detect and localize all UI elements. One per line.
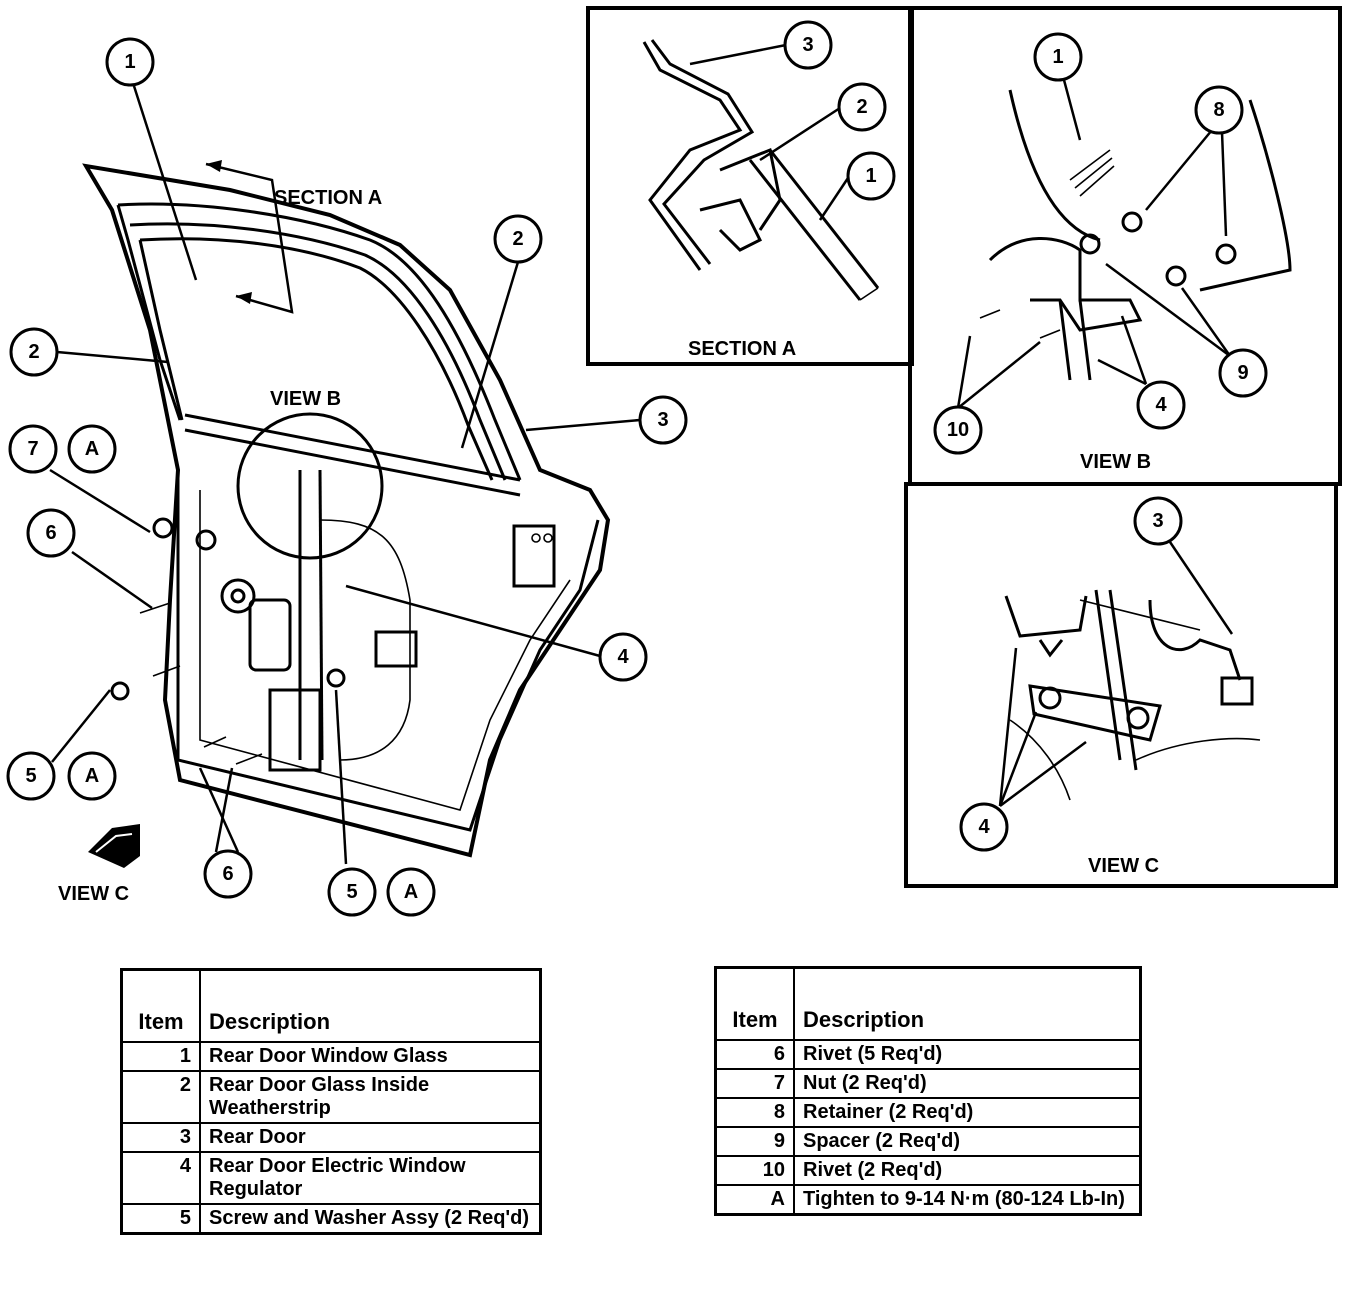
table-row: 1 Rear Door Window Glass	[121, 1041, 541, 1071]
item-description: Rivet (2 Req'd)	[793, 1155, 1141, 1185]
svg-text:4: 4	[617, 646, 629, 668]
svg-text:4: 4	[978, 816, 990, 838]
view-c-arrow-icon	[88, 824, 140, 868]
item-number: 6	[715, 1039, 794, 1069]
section-a-label: SECTION A	[274, 187, 382, 209]
view-c-panel-label: VIEW C	[1088, 855, 1159, 877]
item-number: 3	[121, 1122, 200, 1152]
section-a-panel-label: SECTION A	[688, 338, 796, 360]
door-regulator-diagram: 1 2 2 3 4 7 A 6 5 A 6 5 A SECTION A VIEW…	[6, 6, 1342, 917]
callout-5: 5	[6, 751, 56, 801]
callout-3: 3	[783, 20, 833, 70]
table-row: 5 Screw and Washer Assy (2 Req'd)	[121, 1203, 541, 1234]
callout-a: A	[67, 424, 117, 474]
callout-6: 6	[203, 849, 253, 899]
item-description: Retainer (2 Req'd)	[793, 1097, 1141, 1127]
svg-text:6: 6	[45, 522, 56, 544]
item-description: Screw and Washer Assy (2 Req'd)	[199, 1203, 541, 1234]
callout-1: 1	[1033, 32, 1083, 82]
item-description: Rear Door Glass Inside Weatherstrip	[199, 1070, 541, 1123]
table-row: 10 Rivet (2 Req'd)	[715, 1155, 1141, 1185]
svg-text:7: 7	[27, 438, 38, 460]
svg-text:4: 4	[1155, 394, 1167, 416]
callout-8: 8	[1194, 85, 1244, 135]
svg-text:3: 3	[657, 409, 668, 431]
table-row: 6 Rivet (5 Req'd)	[715, 1039, 1141, 1069]
column-header-item: Item	[732, 1007, 778, 1032]
callout-3: 3	[1133, 496, 1183, 546]
item-number: 5	[121, 1203, 200, 1234]
table-row: 2 Rear Door Glass Inside Weatherstrip	[121, 1070, 541, 1123]
item-description: Tighten to 9-14 N·m (80-124 Lb-In)	[793, 1184, 1141, 1215]
svg-text:5: 5	[346, 881, 357, 903]
table-row: 9 Spacer (2 Req'd)	[715, 1126, 1141, 1156]
svg-text:2: 2	[28, 341, 39, 363]
callout-1: 1	[105, 37, 155, 87]
svg-text:2: 2	[856, 96, 867, 118]
item-description: Nut (2 Req'd)	[793, 1068, 1141, 1098]
item-description: Spacer (2 Req'd)	[793, 1126, 1141, 1156]
item-description: Rear Door	[199, 1122, 541, 1152]
svg-text:1: 1	[1052, 46, 1063, 68]
table-row: 3 Rear Door	[121, 1122, 541, 1152]
table-row: 8 Retainer (2 Req'd)	[715, 1097, 1141, 1127]
legend-table-right: Item Description 6 Rivet (5 Req'd) 7 Nut…	[714, 966, 1142, 1216]
svg-text:A: A	[85, 765, 99, 787]
svg-text:3: 3	[802, 34, 813, 56]
item-number: 8	[715, 1097, 794, 1127]
item-number: A	[715, 1184, 794, 1215]
table-row: 4 Rear Door Electric Window Regulator	[121, 1151, 541, 1204]
item-description: Rear Door Electric Window Regulator	[199, 1151, 541, 1204]
callout-4: 4	[959, 802, 1009, 852]
item-number: 1	[121, 1041, 200, 1071]
callout-10: 10	[933, 405, 983, 455]
view-b-panel-label: VIEW B	[1080, 451, 1151, 473]
callout-3: 3	[638, 395, 688, 445]
item-number: 4	[121, 1151, 200, 1204]
item-number: 7	[715, 1068, 794, 1098]
svg-text:3: 3	[1152, 510, 1163, 532]
callout-4: 4	[1136, 380, 1186, 430]
view-b-panel	[908, 6, 1342, 486]
svg-text:6: 6	[222, 863, 233, 885]
main-callouts: 1 2 2 3 4 7 A 6 5 A 6 5 A	[6, 37, 688, 917]
item-description: Rear Door Window Glass	[199, 1041, 541, 1071]
svg-text:5: 5	[25, 765, 36, 787]
main-leader-lines	[49, 85, 641, 865]
item-number: 9	[715, 1126, 794, 1156]
callout-a: A	[67, 751, 117, 801]
callout-2: 2	[493, 214, 543, 264]
callout-1: 1	[846, 151, 896, 201]
rear-door-illustration	[82, 160, 611, 868]
svg-text:1: 1	[124, 51, 135, 73]
callout-9: 9	[1218, 348, 1268, 398]
item-number: 10	[715, 1155, 794, 1185]
svg-text:10: 10	[947, 419, 969, 441]
table-row: 7 Nut (2 Req'd)	[715, 1068, 1141, 1098]
callout-a: A	[386, 867, 436, 917]
legend-table-left: Item Description 1 Rear Door Window Glas…	[120, 968, 542, 1235]
view-c-label: VIEW C	[58, 883, 129, 905]
callout-2: 2	[837, 82, 887, 132]
item-number: 2	[121, 1070, 200, 1123]
svg-text:A: A	[404, 881, 418, 903]
column-header-description: Description	[199, 969, 541, 1042]
callout-4: 4	[598, 632, 648, 682]
view-c-panel	[904, 482, 1338, 888]
callout-2: 2	[9, 327, 59, 377]
table-row: A Tighten to 9-14 N·m (80-124 Lb-In)	[715, 1184, 1141, 1215]
column-header-item: Item	[138, 1009, 184, 1034]
callout-5: 5	[327, 867, 377, 917]
svg-text:A: A	[85, 438, 99, 460]
item-description: Rivet (5 Req'd)	[793, 1039, 1141, 1069]
svg-text:2: 2	[512, 228, 523, 250]
callout-7: 7	[8, 424, 58, 474]
view-b-label: VIEW B	[270, 388, 341, 410]
callout-6: 6	[26, 508, 76, 558]
column-header-description: Description	[793, 967, 1141, 1040]
svg-text:9: 9	[1237, 362, 1248, 384]
svg-text:1: 1	[865, 165, 876, 187]
svg-text:8: 8	[1213, 99, 1224, 121]
